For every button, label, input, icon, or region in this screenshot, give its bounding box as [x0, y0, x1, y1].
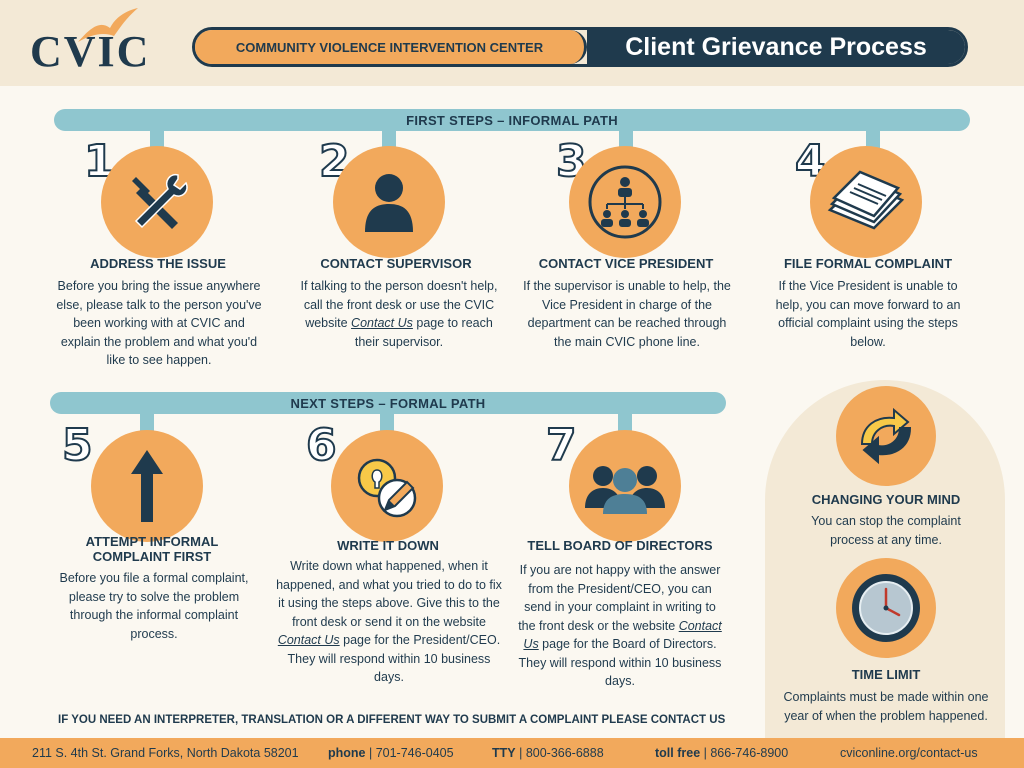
step-description: Before you file a formal complaint, plea… [59, 571, 249, 641]
step-number: 7 [545, 419, 578, 472]
org-chart-icon [588, 165, 662, 239]
arrow-up-icon [131, 450, 163, 522]
contact-us-link[interactable]: Contact Us [523, 618, 722, 652]
step-circle [810, 146, 922, 258]
group-icon [585, 466, 665, 514]
connector [382, 130, 396, 150]
phone-number[interactable]: 701-746-0405 [375, 746, 454, 760]
phone-info: phone | 701-746-0405 [328, 746, 454, 760]
tty-number[interactable]: 800-366-6888 [525, 746, 604, 760]
step-circle [569, 430, 681, 542]
step-title: TELL BOARD OF DIRECTORS [527, 538, 713, 553]
step-description: If talking to the person doesn't help, c… [300, 279, 498, 349]
tty-info: TTY | 800-366-6888 [492, 746, 604, 760]
step-number: 6 [305, 419, 338, 472]
clock-icon [852, 574, 920, 642]
step-number: 5 [61, 419, 94, 472]
connector [150, 130, 164, 150]
connector [380, 413, 394, 433]
first-steps-bar: FIRST STEPS – INFORMAL PATH [54, 109, 970, 131]
step-title: ATTEMPT INFORMAL COMPLAINT FIRST [85, 534, 219, 564]
website-link[interactable]: cvic­online.org/contact-us [840, 746, 978, 760]
side-circle [836, 386, 936, 486]
page-title: Client Grievance Process [587, 30, 965, 64]
tollfree-info: toll free | 866-746-8900 [655, 746, 789, 760]
tools-icon [132, 173, 188, 229]
step-title: CONTACT SUPERVISOR [320, 256, 472, 271]
step-description: Write down what happened, when it happen… [276, 559, 502, 684]
step-title: ADDRESS THE ISSUE [90, 256, 226, 271]
side-circle [836, 558, 936, 658]
header-band: CVIC COMMUNITY VIOLENCE INTERVENTION CEN… [0, 0, 1024, 86]
connector [140, 413, 154, 433]
documents-icon [827, 170, 905, 230]
cvic-logo: CVIC [30, 8, 180, 76]
side-description: Complaints must be made within one year … [783, 690, 989, 723]
contact-us-link[interactable]: Contact Us [277, 633, 340, 647]
footer: 211 S. 4th St. Grand Forks, North Dakota… [0, 738, 1024, 768]
step-description: Before you bring the issue anywhere else… [56, 279, 262, 367]
title-pill: COMMUNITY VIOLENCE INTERVENTION CENTER C… [192, 27, 968, 67]
step-description: If the Vice President is unable to help,… [775, 279, 961, 349]
interpreter-notice: IF YOU NEED AN INTERPRETER, TRANSLATION … [58, 714, 726, 726]
connector [866, 130, 880, 150]
step-circle [569, 146, 681, 258]
step-circle [331, 430, 443, 542]
person-icon [365, 174, 413, 232]
step-title: CONTACT VICE PRESIDENT [538, 256, 714, 271]
write-icon [357, 458, 417, 518]
bird-logo-icon [78, 8, 138, 42]
org-name: COMMUNITY VIOLENCE INTERVENTION CENTER [195, 30, 587, 64]
step-title: FILE FORMAL COMPLAINT [783, 256, 953, 271]
step-circle [91, 430, 203, 542]
address: 211 S. 4th St. Grand Forks, North Dakota… [32, 746, 299, 760]
tollfree-number[interactable]: 866-746-8900 [710, 746, 789, 760]
next-steps-bar: NEXT STEPS – FORMAL PATH [50, 392, 726, 414]
step-circle [101, 146, 213, 258]
step-title: WRITE IT DOWN [337, 538, 439, 553]
side-title: TIME LIMIT [851, 667, 921, 682]
side-description: You can stop the complaint process at an… [811, 514, 961, 547]
side-title: CHANGING YOUR MIND [811, 492, 961, 507]
contact-us-link[interactable]: Contact Us [351, 316, 413, 330]
connector [619, 130, 633, 150]
refresh-arrows-icon [860, 407, 912, 465]
connector [618, 413, 632, 433]
step-description: If you are not happy with the answer fro… [518, 563, 722, 688]
step-description: If the supervisor is unable to help, the… [523, 279, 731, 349]
step-circle [333, 146, 445, 258]
